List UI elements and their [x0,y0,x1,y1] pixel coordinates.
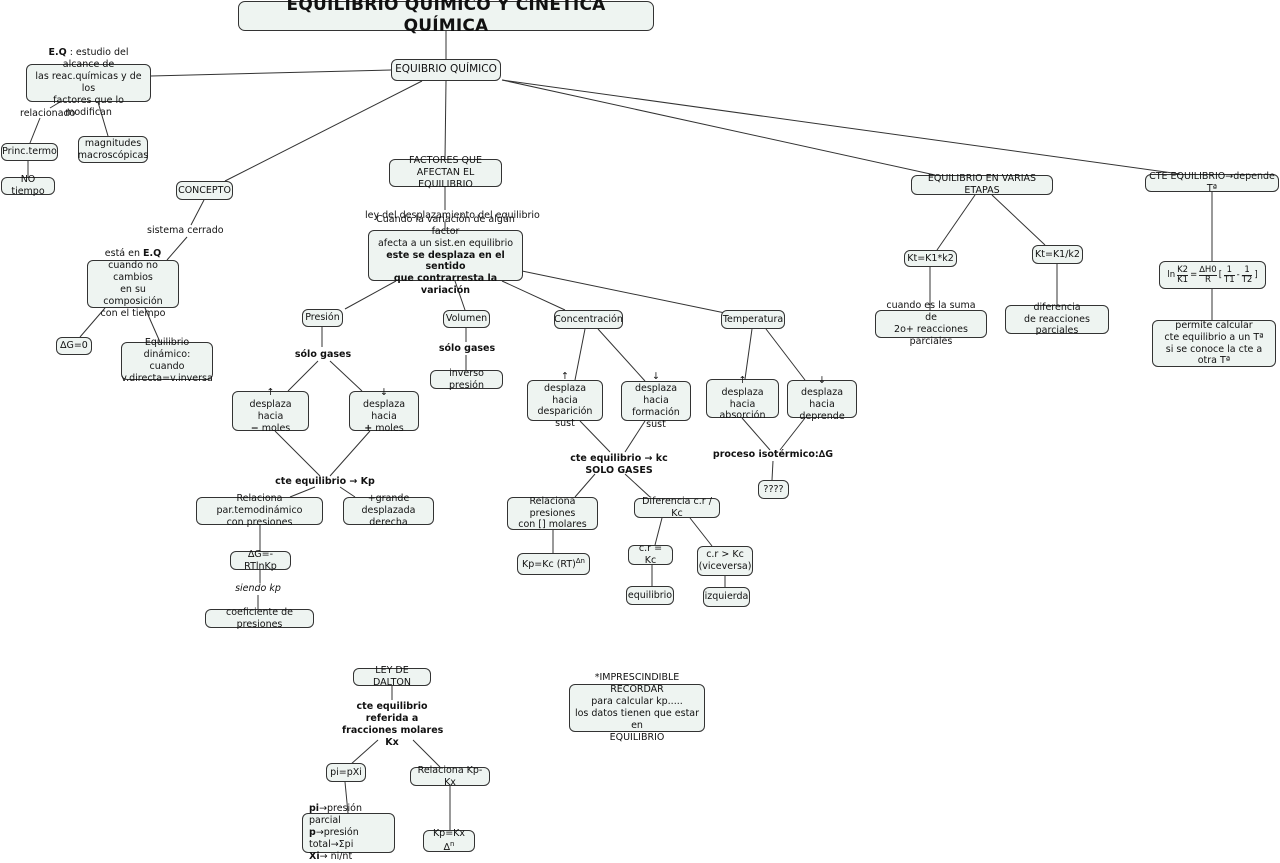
ley-dalton-node[interactable]: LEY DE DALTON [353,665,431,688]
cte-equilibrio-temperatura-node[interactable]: CTE EQUILIBRIO→depende Tª [1145,171,1279,194]
cuando-variacion-node[interactable]: Cuando la variación de algún factor afec… [368,214,523,296]
coeficiente-presiones-node[interactable]: coeficiente de presiones [205,607,314,630]
temperatura-node[interactable]: Temperatura [721,310,785,329]
cte-fracciones-molares-label: cte equilibrio referida a fracciones mol… [342,701,444,748]
diferencia-cr-kc-node[interactable]: Diferencia c.r / Kc [634,496,720,519]
equilibrio-dinamico-node[interactable]: Equilibrio dinámico: cuando v.directa=v.… [121,337,213,384]
solo-gases-presion-label: sólo gases [294,349,352,360]
proceso-isotermico-label: proceso isotérmico:∆G [712,449,834,460]
eq-definition-node[interactable]: E.Q : estudio del alcance de las reac.qu… [26,47,151,118]
concepto-node[interactable]: CONCEPTO [176,181,233,200]
equilibrio-result-node[interactable]: equilibrio [626,586,674,605]
relaciona-par-node[interactable]: Relaciona par.temodinámico con presiones [196,493,323,528]
cte-equilibrio-kp-label: cte equilibrio → Kp [275,476,375,487]
link-label-relacionado: relacionado [20,108,76,119]
desplaza-absorcion-node[interactable]: ↑ desplaza hacia absorción [706,375,779,421]
desplaza-desprende-node[interactable]: ↓ desplaza hacia deprende [787,375,857,422]
delta-g-zero-node[interactable]: ∆G=0 [56,337,92,355]
relaciona-presiones-node[interactable]: Relaciona presiones con [] molares [507,496,598,530]
presion-node[interactable]: Presión [302,309,343,327]
imprescindible-recordar-note[interactable]: *IMPRESCINDIBLE RECORDAR para calcular k… [569,672,705,743]
kt-product-node[interactable]: Kt=K1*k2 [904,250,957,267]
no-tiempo-node[interactable]: NO tiempo [1,174,55,197]
magnitudes-node[interactable]: magnitudes macroscópicas [78,136,148,163]
link-label-sistema-cerrado: sistema cerrado [147,225,224,236]
izquierda-node[interactable]: izquierda [703,587,750,607]
diagram-title: EQUILIBRIO QUÍMICO Y CINÉTICA QUÍMICA [238,0,654,36]
diferencia-reacciones-node[interactable]: diferencia de reacciones parciales [1005,302,1109,336]
concentracion-node[interactable]: Concentración [554,310,623,329]
grande-derecha-node[interactable]: +grande desplazada derecha [343,493,434,528]
kp-kx-node[interactable]: Kp=Kx ∆n [423,828,475,853]
esta-en-eq-node[interactable]: está en E.Q cuando no cambios en su comp… [87,248,179,319]
desplaza-desaparicion-node[interactable]: ↑ desplaza hacia desparición sust [527,371,603,429]
princ-termo-node[interactable]: Princ.termo [1,143,58,161]
eq-abbrev: E.Q [48,47,67,59]
link-label-ley-desplazamiento: ley del desplazamiento del equilibrio [365,210,540,221]
equilibrio-varias-etapas-node[interactable]: EQUILIBRIO EN VARIAS ETAPAS [911,173,1053,196]
delta-g-rtlnkp-node[interactable]: ∆G=-RTlnKp [230,549,291,572]
suma-reacciones-node[interactable]: cuando es la suma de 2o+ reacciones parc… [875,300,987,347]
kp-kc-rt-node[interactable]: Kp=Kc (RT)∆n [517,553,590,575]
pi-pxi-node[interactable]: pi=pXi [326,763,366,782]
relaciona-kp-kx-node[interactable]: Relaciona Kp-Kx [410,765,490,788]
interrogacion-node[interactable]: ???? [758,480,789,499]
pi-definitions-node[interactable]: pi→presión parcial p→presión total→Σpi X… [302,803,395,862]
desplaza-mas-moles-node[interactable]: ↓ desplaza hacia + moles [349,387,419,434]
volumen-node[interactable]: Volumen [443,310,490,328]
desplaza-formacion-node[interactable]: ↓ desplaza hacia formación sust [621,371,691,430]
factores-node[interactable]: FACTORES QUE AFECTAN EL EQUILIBRIO [389,155,502,190]
cr-equals-kc-node[interactable]: c.r = Kc [628,543,673,566]
permite-calcular-node[interactable]: permite calcular cte equilibrio a un Tª … [1152,320,1276,367]
solo-gases-volumen-label: sólo gases [438,343,496,354]
cr-greater-kc-node[interactable]: c.r > Kc (viceversa) [697,546,753,576]
kt-quotient-node[interactable]: Kt=K1/k2 [1032,245,1083,264]
cte-equilibrio-kc-label: cte equilibrio → kc SOLO GASES [570,453,668,476]
link-label-siendo-kp: siendo kp [235,583,281,594]
inverso-presion-node[interactable]: inverso presión [430,368,503,391]
root-node-equilibrio-quimico[interactable]: EQUIBRIO QUÍMICO [391,59,501,81]
desplaza-menos-moles-node[interactable]: ↑ desplaza hacia − moles [232,387,309,434]
